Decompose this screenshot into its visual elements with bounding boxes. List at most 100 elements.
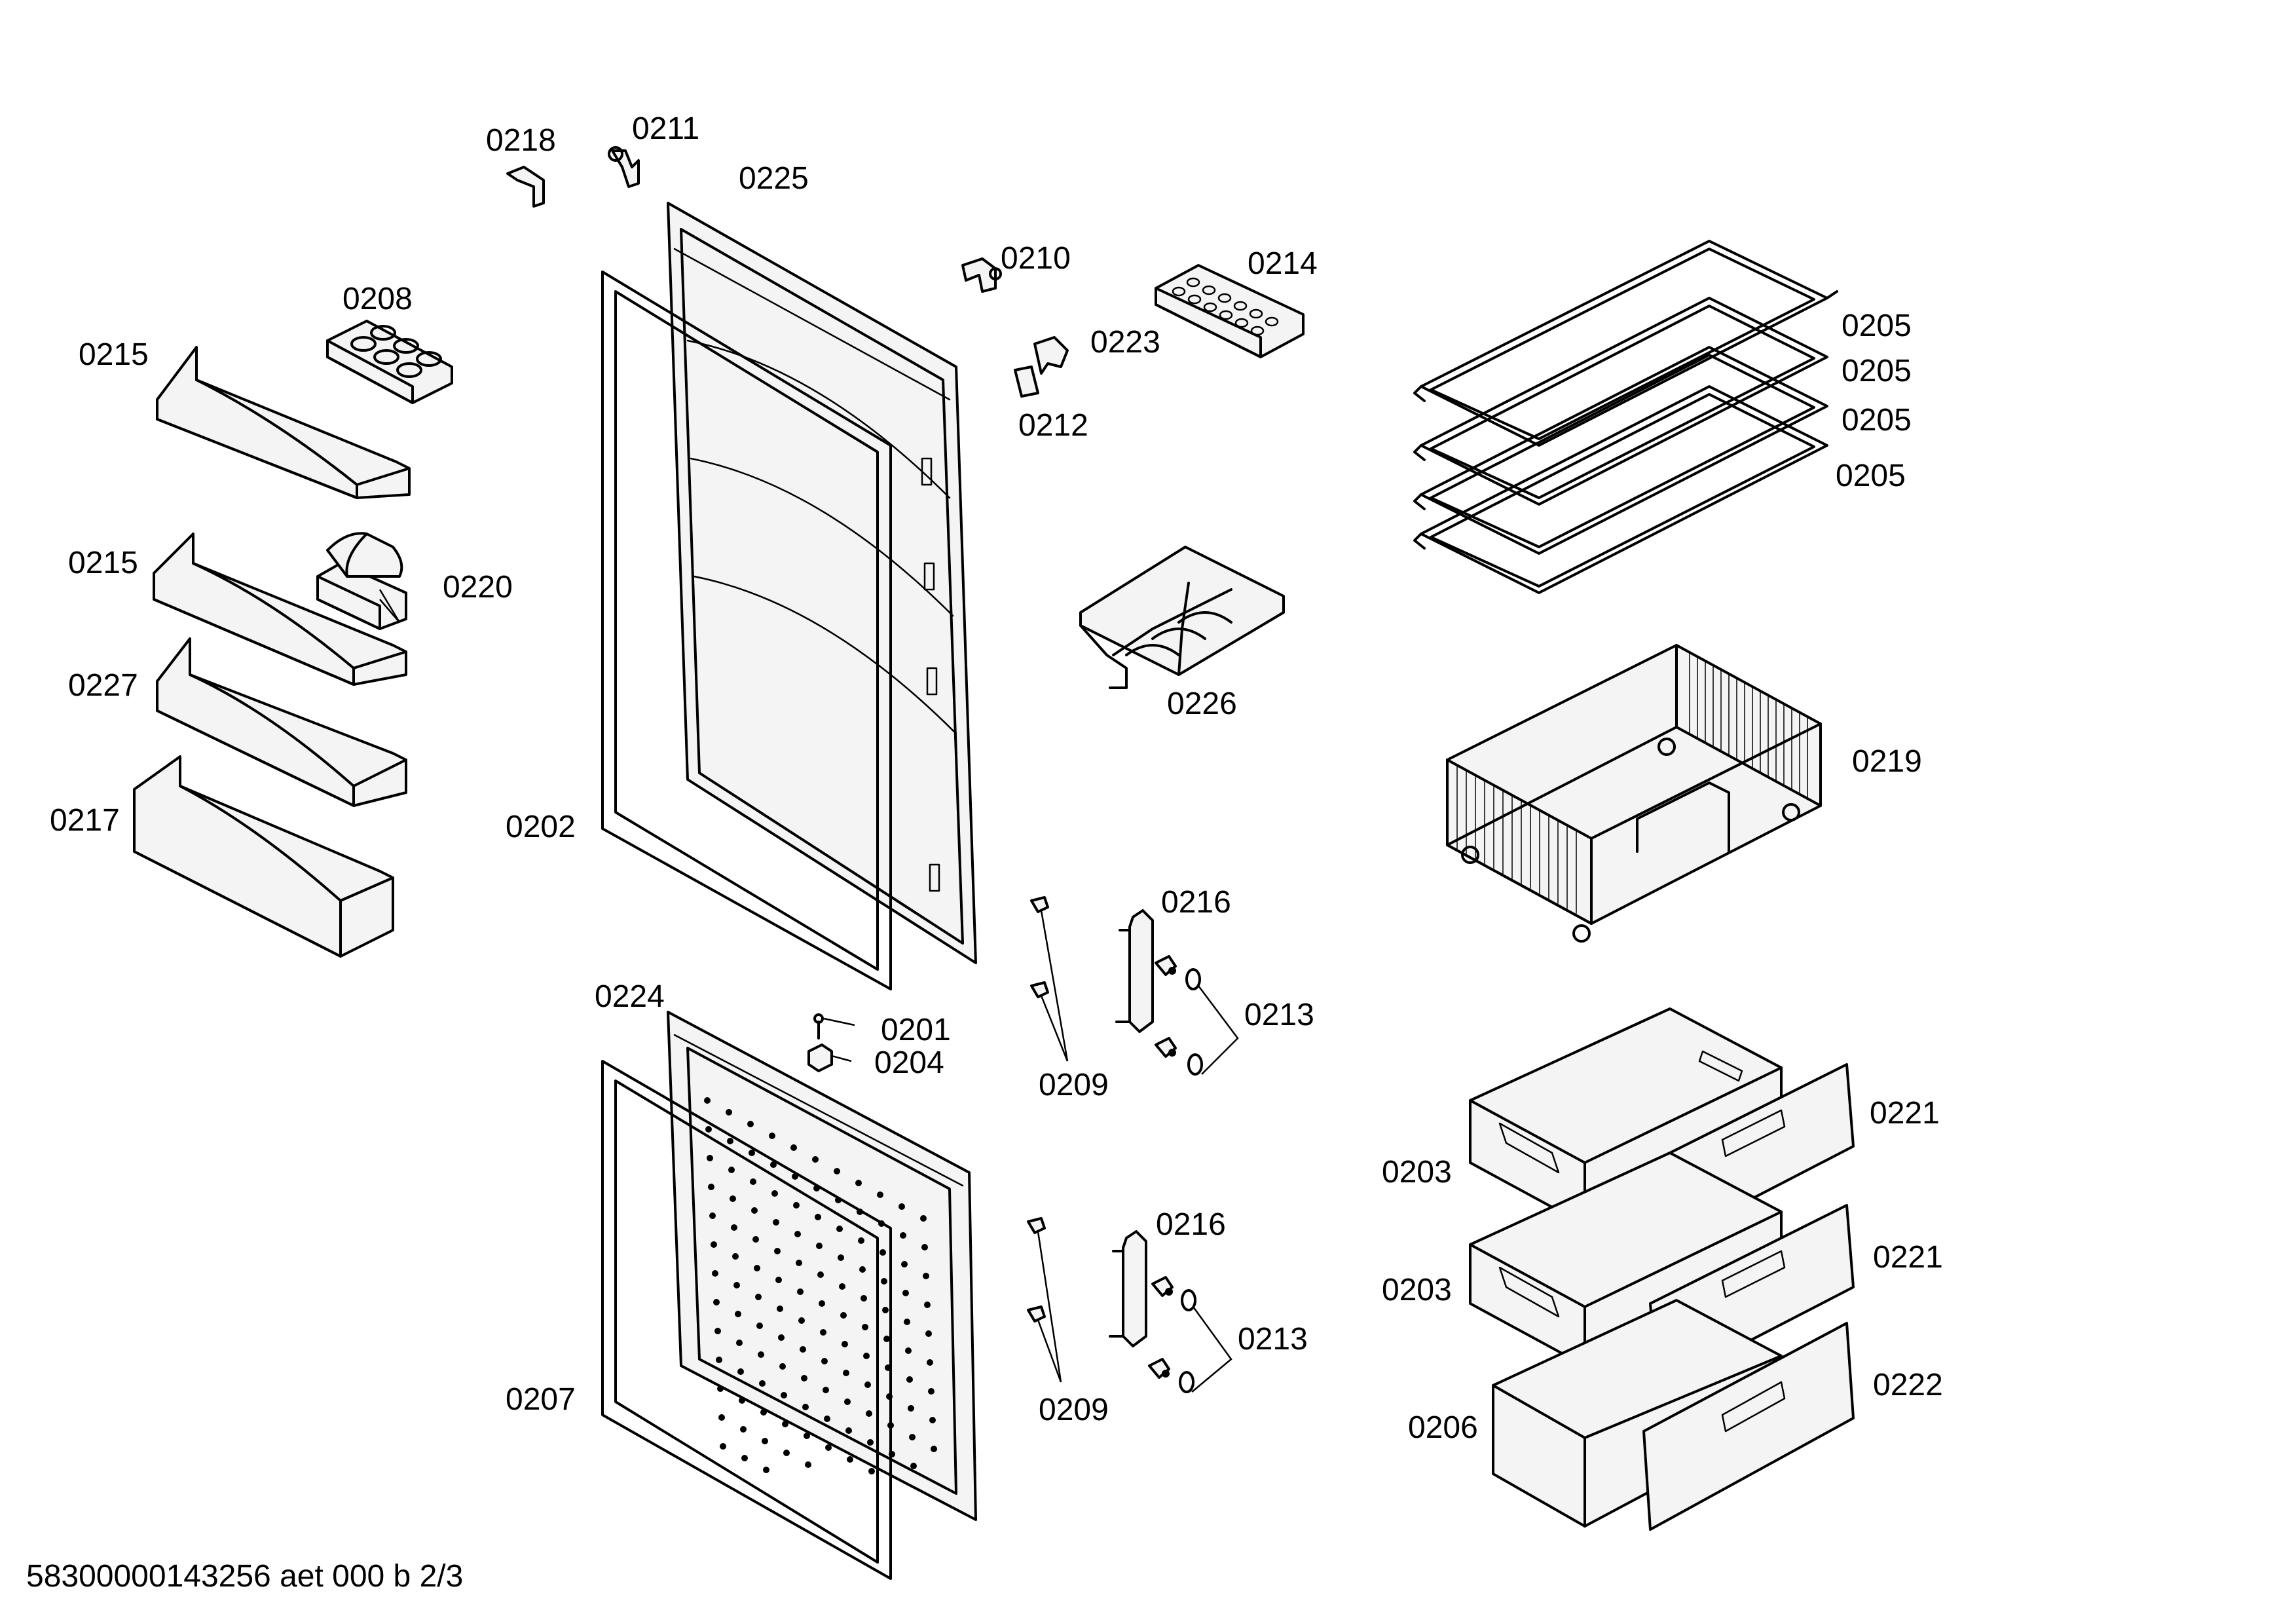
label-0211: 0211: [632, 111, 699, 146]
label-0202: 0202: [506, 810, 576, 844]
screw-0209-c: [1027, 1217, 1046, 1234]
door-dot: [863, 1353, 870, 1359]
door-dot: [778, 1334, 785, 1341]
door-dot: [801, 1375, 807, 1381]
label-0222: 0222: [1873, 1368, 1943, 1402]
door-dot: [781, 1392, 787, 1398]
door-dot: [817, 1271, 824, 1278]
door-dot: [754, 1265, 760, 1271]
door-dot: [861, 1295, 867, 1302]
door-dot: [838, 1254, 844, 1261]
screw-upper-2: [1155, 1037, 1177, 1058]
ice-cell: [1234, 318, 1249, 328]
door-dot: [713, 1299, 720, 1305]
hinge-cover-0218: [506, 166, 545, 208]
door-dot: [824, 1416, 830, 1422]
door-dot: [728, 1167, 735, 1173]
lower-door-dot-pattern: [704, 1097, 937, 1474]
glass-shelf-0205-3: [1413, 346, 1828, 555]
crisper-tray-ribs: [1456, 652, 1808, 914]
door-dot: [783, 1450, 790, 1456]
door-dot: [845, 1427, 852, 1434]
door-dot: [902, 1290, 909, 1296]
ice-cell: [1265, 316, 1279, 327]
door-dot: [739, 1397, 745, 1404]
door-dot: [771, 1190, 778, 1197]
ice-tray-cells: [1172, 277, 1279, 336]
door-dot: [847, 1456, 853, 1463]
door-dot: [924, 1302, 931, 1308]
door-dot: [779, 1363, 786, 1370]
label-0216-lower: 0216: [1156, 1207, 1226, 1242]
door-dot: [737, 1368, 744, 1375]
door-dot: [825, 1444, 832, 1451]
door-dot: [773, 1219, 779, 1226]
label-0224: 0224: [595, 979, 665, 1014]
door-dot: [927, 1359, 933, 1366]
label-0205-3: 0205: [1842, 403, 1912, 438]
label-0219: 0219: [1852, 744, 1922, 779]
door-dot: [752, 1236, 759, 1243]
door-dot: [834, 1168, 840, 1174]
door-dot: [716, 1357, 722, 1363]
egg-tray-0208: [326, 320, 453, 404]
ice-cell: [1250, 326, 1265, 336]
ice-cell: [1249, 309, 1263, 319]
door-dot: [733, 1282, 740, 1288]
door-dot: [731, 1224, 737, 1231]
ice-cell: [1233, 301, 1248, 311]
door-dot: [906, 1376, 913, 1383]
door-dot: [709, 1212, 716, 1219]
door-dot: [777, 1305, 783, 1312]
door-shelf-0215-upper: [156, 346, 411, 499]
door-dot: [782, 1421, 788, 1427]
door-dot: [727, 1138, 733, 1144]
door-dot: [790, 1144, 797, 1151]
clip-0223: [1033, 336, 1069, 375]
ice-cell: [1172, 286, 1186, 297]
upper-door-gasket: [601, 271, 892, 990]
label-0225: 0225: [739, 161, 809, 196]
door-dot: [862, 1324, 868, 1330]
door-handle-0216-lower: [1109, 1230, 1147, 1347]
label-0213-upper: 0213: [1244, 998, 1314, 1032]
label-0216-upper: 0216: [1161, 885, 1231, 920]
door-dot: [921, 1244, 928, 1250]
door-dot: [904, 1319, 910, 1325]
door-dot: [760, 1409, 767, 1416]
door-dot: [800, 1346, 806, 1353]
door-dot: [704, 1097, 711, 1104]
pin-0201: [813, 1013, 824, 1040]
door-dot: [718, 1414, 725, 1421]
glass-shelf-0205-4: [1413, 385, 1828, 594]
door-dot: [805, 1461, 811, 1468]
door-dot: [798, 1317, 805, 1324]
label-0212: 0212: [1018, 408, 1088, 443]
door-dot: [858, 1237, 864, 1244]
clip-0212: [1014, 366, 1039, 398]
door-dot: [749, 1150, 755, 1156]
ice-cell: [1217, 293, 1232, 303]
door-dot: [821, 1358, 828, 1364]
door-handle-0216-upper: [1115, 909, 1154, 1033]
screw-0209-a: [1030, 896, 1049, 913]
door-dot: [881, 1278, 887, 1285]
door-dot: [909, 1434, 916, 1440]
door-dot: [735, 1311, 741, 1317]
label-0209-upper: 0209: [1039, 1068, 1109, 1102]
clip-0210: [961, 257, 1002, 293]
cap-0213-upper-1: [1185, 968, 1201, 990]
label-0227: 0227: [68, 668, 138, 703]
door-dot: [712, 1270, 718, 1277]
screw-lower-1: [1151, 1276, 1174, 1297]
door-dot: [758, 1351, 764, 1358]
screw-upper-1: [1155, 955, 1177, 976]
screw-lower-2: [1148, 1358, 1170, 1379]
door-dot: [866, 1410, 872, 1417]
door-dot: [839, 1283, 845, 1290]
door-dot: [877, 1192, 883, 1198]
door-dot: [714, 1328, 721, 1334]
ice-cell: [1186, 277, 1200, 288]
screw-0209-d: [1027, 1305, 1046, 1323]
label-0215-lower: 0215: [68, 546, 138, 580]
